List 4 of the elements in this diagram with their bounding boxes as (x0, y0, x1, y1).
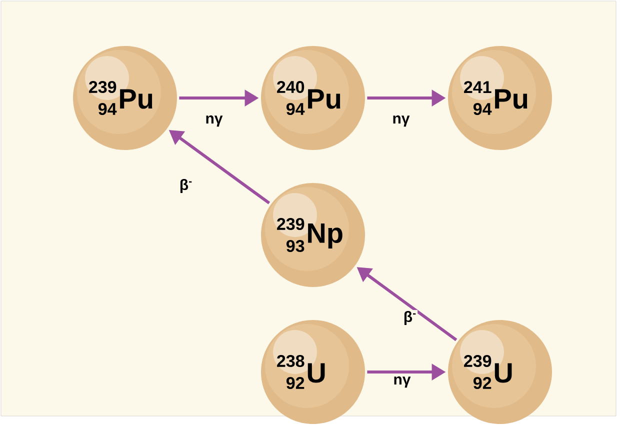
edge-label: nγ (391, 114, 411, 128)
edge-label: nγ (204, 114, 224, 128)
edge-label: β$^{-}$ (402, 310, 418, 326)
edge-label: β$^{-}$ (178, 178, 194, 194)
